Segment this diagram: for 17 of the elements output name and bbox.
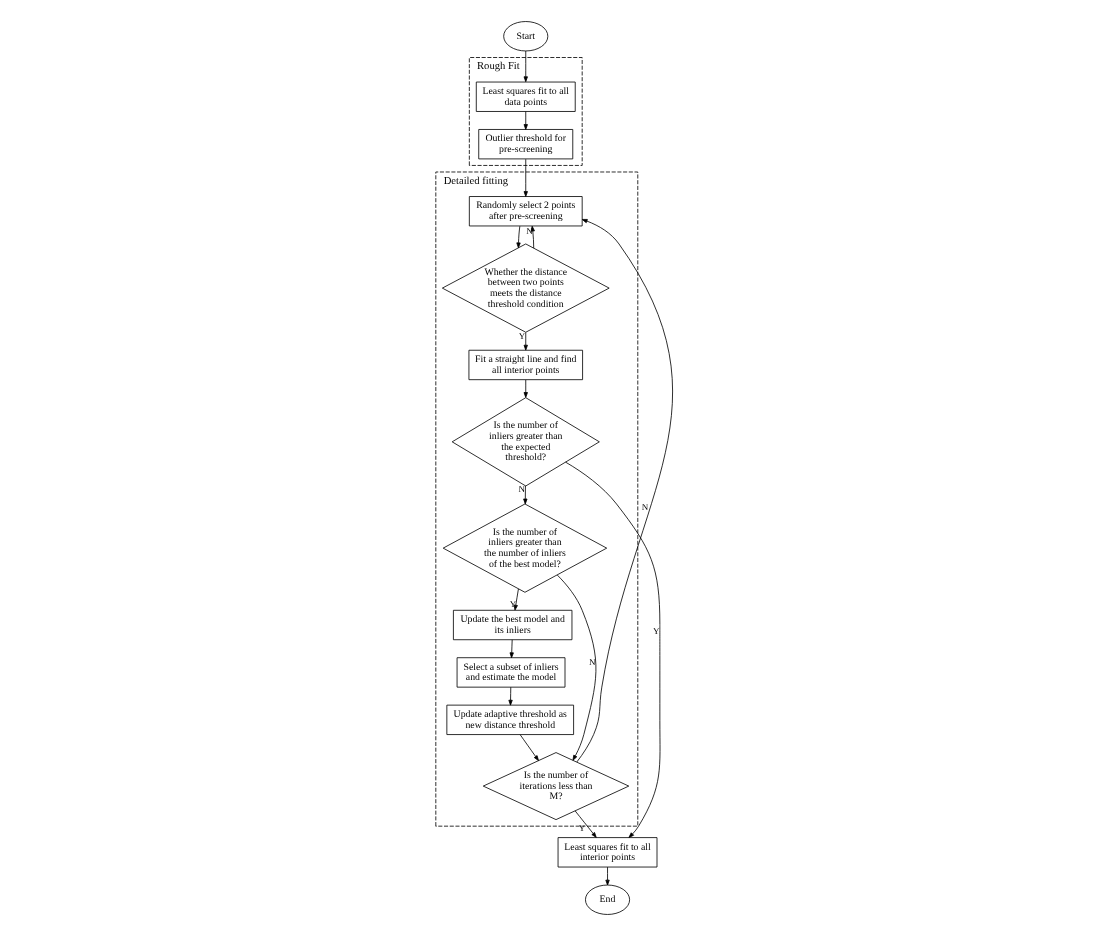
arrow [604,866,609,886]
arrow [573,810,596,838]
arrow [522,158,527,197]
arrow [522,332,527,351]
arrow [522,379,527,398]
arrow [575,219,672,763]
arrow [555,574,596,761]
arrow [508,639,513,659]
arrow [522,485,527,505]
arrow [507,686,512,706]
arrow [518,734,538,761]
arrow [564,461,660,838]
arrow [529,225,534,249]
arrow [522,50,527,83]
arrow [515,225,520,249]
arrow [522,111,527,130]
arrow [512,588,518,611]
